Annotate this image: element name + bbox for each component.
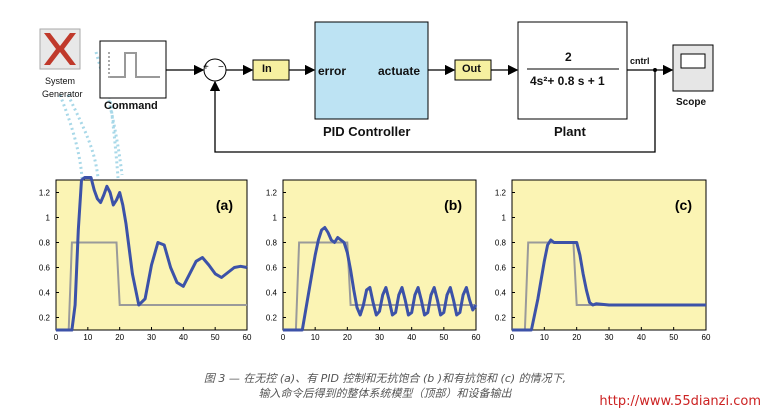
x-tick-label: 40 — [179, 333, 188, 342]
plot-title: (b) — [444, 197, 462, 213]
plant-label: Plant — [554, 124, 586, 139]
y-tick-label: 0.6 — [39, 264, 51, 273]
scope-block[interactable] — [672, 44, 714, 92]
y-tick-label: 0.6 — [266, 264, 278, 273]
x-tick-label: 50 — [669, 333, 678, 342]
y-tick-label: 1.2 — [495, 189, 507, 198]
pid-controller-label: PID Controller — [323, 124, 411, 139]
x-tick-label: 30 — [375, 333, 384, 342]
wires — [166, 64, 674, 153]
plant-block[interactable] — [517, 21, 628, 120]
x-tick-label: 30 — [605, 333, 614, 342]
y-tick-label: 0.8 — [495, 239, 507, 248]
x-tick-label: 50 — [211, 333, 220, 342]
x-tick-label: 0 — [281, 333, 286, 342]
scope-label: Scope — [676, 97, 707, 108]
x-tick-label: 0 — [54, 333, 59, 342]
y-tick-label: 0.8 — [39, 239, 51, 248]
y-tick-label: 0.4 — [266, 289, 278, 298]
watermark: http://www.55dianzi.com — [599, 394, 761, 409]
y-tick-label: 0.6 — [495, 264, 507, 273]
y-tick-label: 0.2 — [266, 314, 278, 323]
x-tick-label: 10 — [83, 333, 92, 342]
y-tick-label: 0.4 — [495, 289, 507, 298]
command-label: Command — [104, 100, 158, 112]
figure-caption-line1: 图 3 — 在无控 (a)、有 PID 控制和无抗饱合 (b )和有抗饱和 (c… — [203, 372, 567, 385]
pid-controller-block[interactable] — [314, 21, 429, 120]
y-tick-label: 1 — [502, 214, 507, 223]
x-tick-label: 60 — [702, 333, 711, 342]
response-series — [512, 238, 706, 332]
in-port-label: In — [262, 63, 272, 75]
x-tick-label: 0 — [510, 333, 515, 342]
sum-minus-sign: − — [218, 62, 224, 73]
plot-title: (c) — [675, 197, 692, 213]
plant-numerator: 2 — [565, 50, 572, 64]
branch-point — [653, 68, 657, 72]
x-tick-label: 30 — [147, 333, 156, 342]
command-block[interactable] — [99, 40, 167, 99]
y-tick-label: 0.4 — [39, 289, 51, 298]
out-port-label: Out — [462, 63, 481, 75]
x-tick-label: 60 — [472, 333, 481, 342]
response-series — [56, 176, 248, 332]
x-tick-label: 60 — [243, 333, 252, 342]
cntrl-signal-label: cntrl — [630, 56, 650, 66]
y-tick-label: 1.2 — [39, 189, 51, 198]
pid-input-label: error — [318, 64, 347, 78]
y-tick-label: 1 — [46, 214, 51, 223]
y-tick-label: 1 — [273, 214, 278, 223]
plot-2: 0.2 0.4 0.6 0.8 1 1.2 0 10 20 30 40 50 60 (c) — [495, 179, 711, 342]
x-tick-label: 50 — [439, 333, 448, 342]
plot-title: (a) — [216, 197, 233, 213]
x-tick-label: 20 — [572, 333, 581, 342]
y-tick-label: 1.2 — [266, 189, 278, 198]
y-tick-label: 0.2 — [39, 314, 51, 323]
y-tick-label: 0.2 — [495, 314, 507, 323]
x-tick-label: 20 — [343, 333, 352, 342]
pid-output-label: actuate — [378, 64, 421, 78]
x-tick-label: 40 — [637, 333, 646, 342]
plot-1: 0.2 0.4 0.6 0.8 1 1.2 0 10 20 30 40 50 60 (b) — [266, 179, 481, 342]
system-generator-logo[interactable] — [39, 28, 81, 70]
y-tick-label: 0.8 — [266, 239, 278, 248]
figure-caption-line2: 输入命令后得到的整体系统模型（顶部）和设备输出 — [258, 387, 512, 400]
x-tick-label: 10 — [311, 333, 320, 342]
response-series — [283, 226, 478, 332]
x-tick-label: 20 — [115, 333, 124, 342]
plot-0: 0.2 0.4 0.6 0.8 1 1.2 0 10 20 30 40 50 60 (a) — [39, 176, 252, 342]
plant-denominator: 4s²+ 0.8 s + 1 — [530, 74, 605, 88]
system-generator-label: System Generator — [42, 76, 83, 99]
x-tick-label: 10 — [540, 333, 549, 342]
sum-plus-sign: + — [203, 62, 209, 73]
command-series — [56, 241, 247, 331]
x-tick-label: 40 — [407, 333, 416, 342]
